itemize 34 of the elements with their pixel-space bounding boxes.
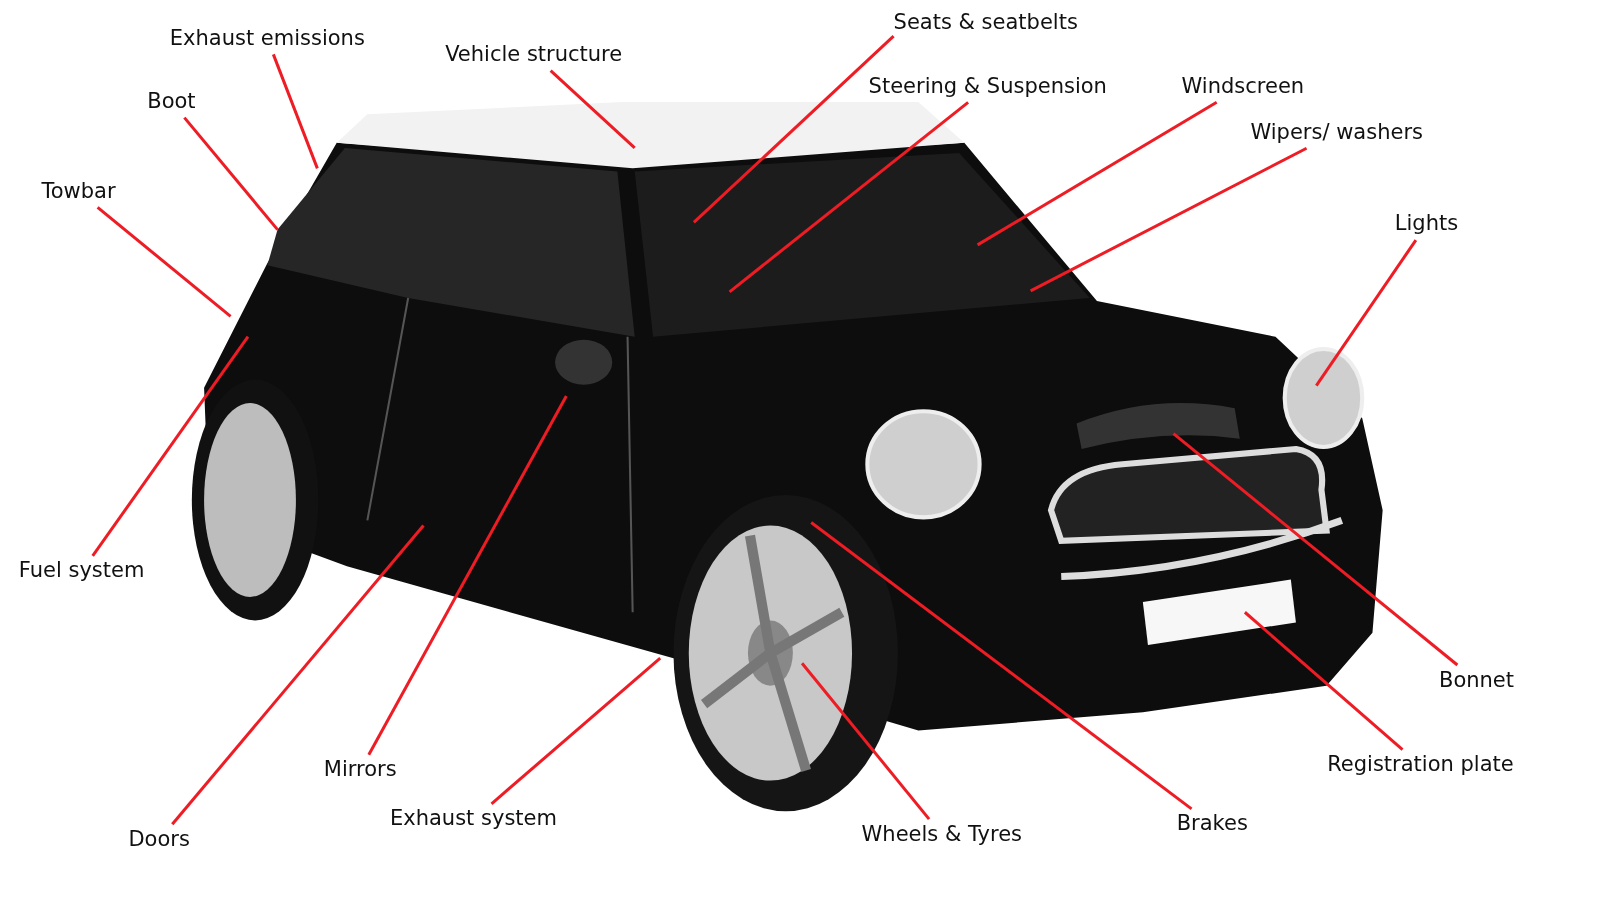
part-label: Wheels & Tyres bbox=[861, 822, 1023, 848]
leader-line bbox=[800, 662, 931, 821]
part-label: Towbar bbox=[41, 179, 116, 205]
leader-line bbox=[1172, 432, 1459, 667]
part-label: Bonnet bbox=[1439, 668, 1515, 694]
leader-line bbox=[490, 657, 662, 805]
leader-line bbox=[271, 53, 319, 169]
part-label: Exhaust system bbox=[390, 806, 557, 832]
leader-line bbox=[1243, 611, 1404, 751]
part-label: Seats & seatbelts bbox=[893, 10, 1078, 37]
leader-line bbox=[96, 206, 232, 318]
part-label: Wipers/ washers bbox=[1250, 120, 1423, 146]
leader-line bbox=[183, 116, 279, 231]
part-label: Registration plate bbox=[1327, 752, 1514, 778]
part-label: Exhaust emissions bbox=[169, 26, 365, 52]
part-label: Mirrors bbox=[323, 757, 397, 783]
part-label: Steering & Suspension bbox=[868, 74, 1107, 100]
leader-line bbox=[976, 101, 1218, 247]
part-label: Fuel system bbox=[18, 558, 145, 584]
leader-line bbox=[810, 521, 1193, 811]
leader-line bbox=[728, 101, 970, 293]
leader-line bbox=[1315, 239, 1418, 387]
leader-line bbox=[1029, 146, 1308, 293]
part-label: Vehicle structure bbox=[445, 42, 623, 68]
leader-line bbox=[91, 335, 250, 557]
leader-line bbox=[549, 69, 636, 150]
leader-line bbox=[171, 524, 425, 826]
part-label: Lights bbox=[1394, 211, 1459, 238]
leader-line bbox=[367, 395, 568, 756]
part-label: Brakes bbox=[1176, 811, 1248, 838]
part-label: Windscreen bbox=[1181, 74, 1305, 100]
leader-line bbox=[692, 34, 895, 224]
part-label: Doors bbox=[128, 827, 190, 853]
part-label: Boot bbox=[147, 89, 196, 115]
